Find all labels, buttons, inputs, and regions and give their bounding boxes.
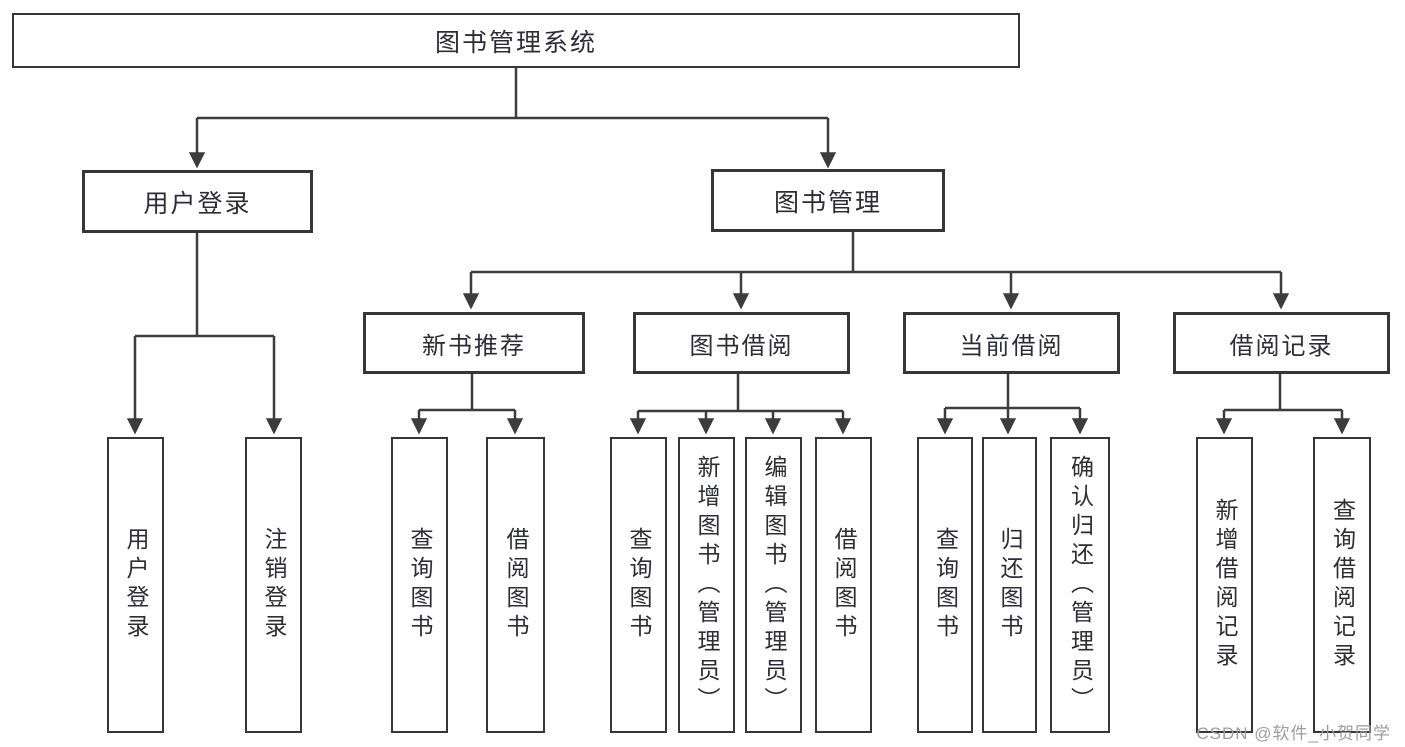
leaf-label: 注销登录 bbox=[261, 527, 287, 643]
leaf-confirm-return-admin: 确认归还（管理员） bbox=[1050, 437, 1110, 733]
leaf-label: 归还图书 bbox=[997, 527, 1023, 643]
leaf-label: 查询图书 bbox=[932, 527, 959, 643]
leaf-label: 查询图书 bbox=[626, 527, 652, 643]
node-new-book-recommend: 新书推荐 bbox=[363, 312, 585, 374]
leaf-return-books: 归还图书 bbox=[982, 437, 1037, 733]
csdn-watermark: CSDN @软件_小贺同学 bbox=[1196, 724, 1391, 743]
leaf-add-books-admin: 新增图书（管理员） bbox=[678, 437, 735, 733]
leaf-label: 确认归还（管理员） bbox=[1067, 454, 1094, 716]
leaf-logout: 注销登录 bbox=[245, 437, 302, 733]
node-user-login: 用户登录 bbox=[82, 170, 313, 233]
leaf-query-books-current: 查询图书 bbox=[917, 437, 973, 733]
leaf-borrow-books-recommend: 借阅图书 bbox=[486, 437, 545, 733]
leaf-label: 编辑图书（管理员） bbox=[761, 454, 787, 716]
leaf-query-books-borrowing: 查询图书 bbox=[610, 437, 667, 733]
leaf-label: 新增借阅记录 bbox=[1212, 498, 1238, 672]
leaf-edit-books-admin: 编辑图书（管理员） bbox=[745, 437, 802, 733]
node-book-management: 图书管理 bbox=[711, 169, 945, 232]
leaf-user-login: 用户登录 bbox=[107, 437, 164, 733]
node-current-borrowing: 当前借阅 bbox=[903, 312, 1120, 374]
node-book-borrowing: 图书借阅 bbox=[633, 312, 850, 374]
node-borrowing-records: 借阅记录 bbox=[1173, 312, 1390, 374]
leaf-borrow-books-borrowing: 借阅图书 bbox=[815, 437, 872, 733]
leaf-query-borrow-record: 查询借阅记录 bbox=[1313, 437, 1371, 733]
leaf-label: 查询图书 bbox=[407, 527, 433, 643]
node-root-system: 图书管理系统 bbox=[12, 13, 1020, 68]
leaf-query-books-recommend: 查询图书 bbox=[391, 437, 448, 733]
leaf-label: 用户登录 bbox=[123, 527, 149, 643]
leaf-label: 查询借阅记录 bbox=[1329, 498, 1356, 672]
leaf-label: 借阅图书 bbox=[503, 527, 529, 643]
leaf-add-borrow-record: 新增借阅记录 bbox=[1196, 437, 1253, 733]
leaf-label: 借阅图书 bbox=[831, 527, 857, 643]
leaf-label: 新增图书（管理员） bbox=[694, 454, 720, 716]
